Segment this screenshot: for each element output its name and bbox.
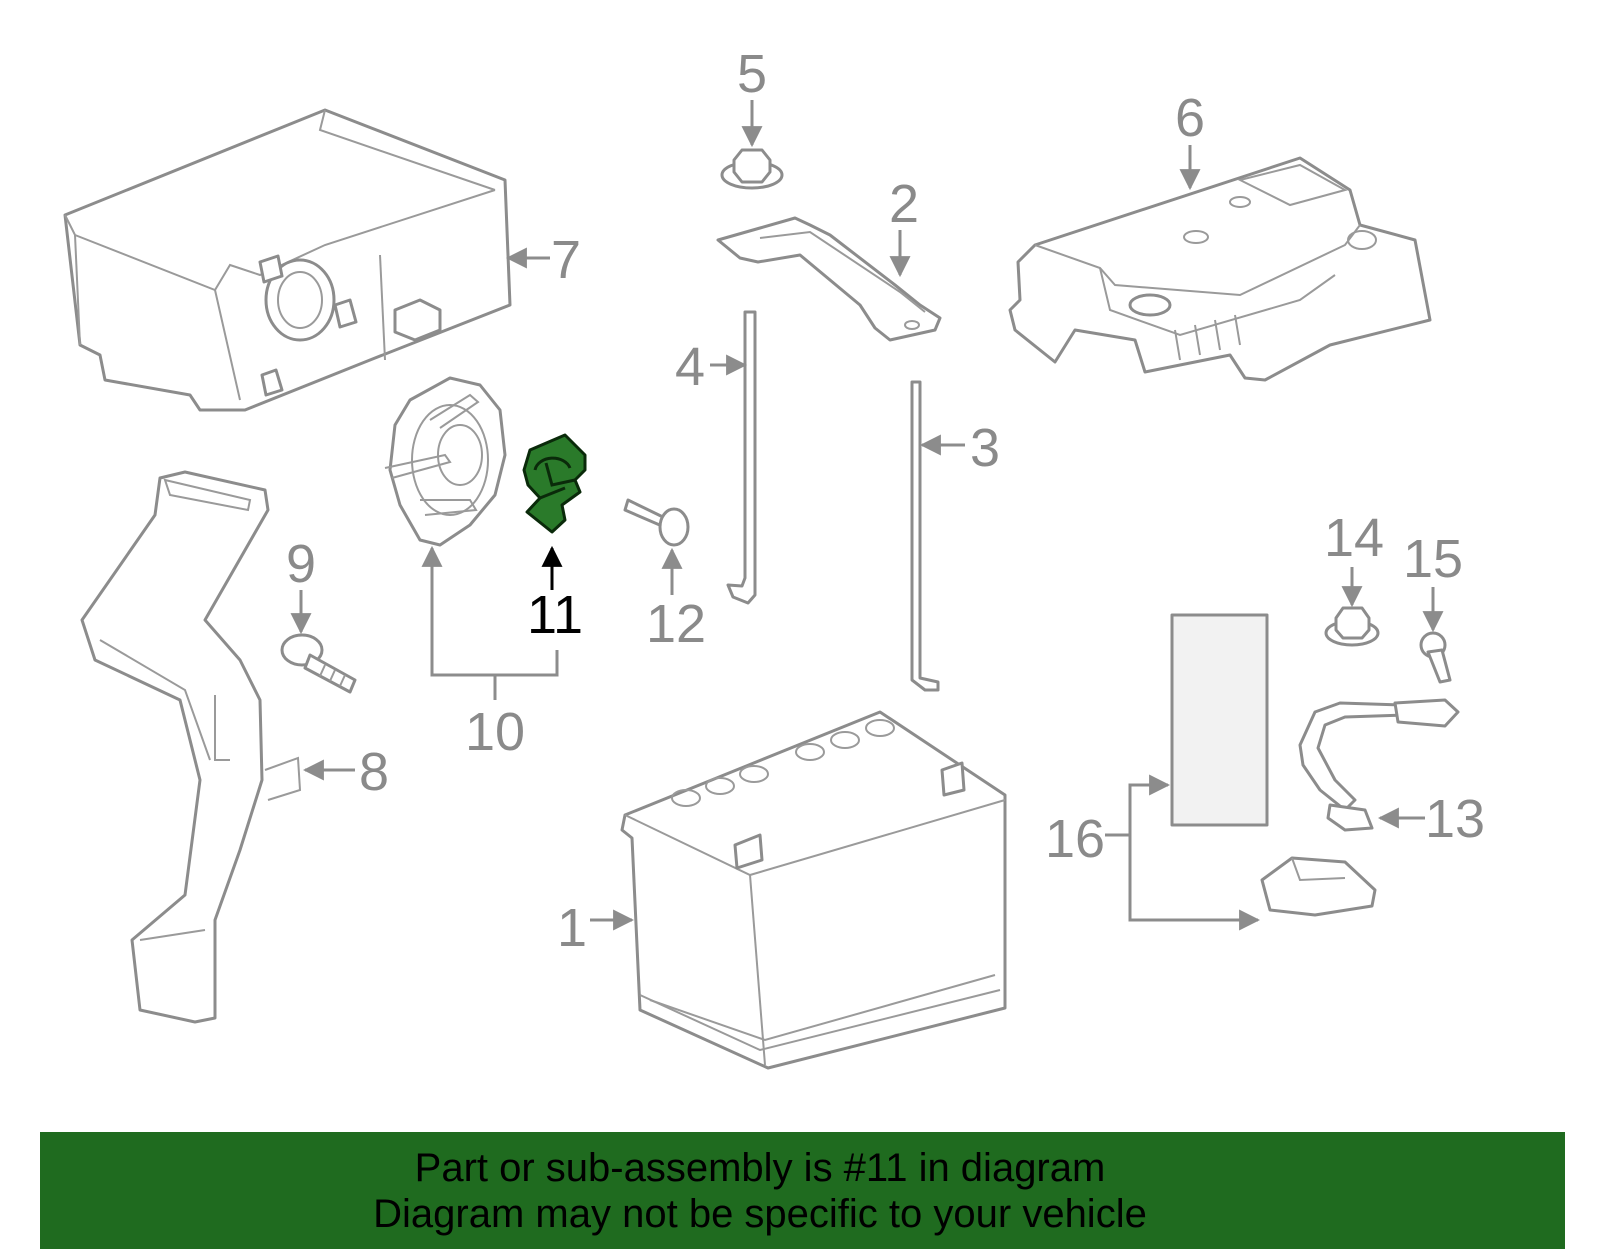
part-16-group[interactable] [1170,613,1377,917]
callout-4: 4 [675,337,705,397]
banner-line-2: Diagram may not be specific to your vehi… [373,1192,1147,1236]
callout-3: 3 [970,418,1000,478]
callout-2: 2 [889,174,919,234]
callout-9: 9 [286,534,316,594]
callout-10: 10 [465,702,525,762]
callout-1: 1 [557,898,587,958]
callout-6: 6 [1175,88,1205,148]
part-6-battery-tray[interactable] [1008,156,1432,382]
part-7-battery-housing[interactable] [63,108,512,412]
part-13-cable[interactable] [1298,698,1460,832]
part-12-pin[interactable] [623,498,690,547]
callout-7: 7 [551,230,581,290]
callout-11: 11 [527,585,583,645]
callout-5: 5 [737,44,767,104]
callout-14: 14 [1324,508,1384,568]
part-9-bolt[interactable] [280,633,357,694]
leader-lines [290,100,1444,931]
part-5-nut[interactable] [720,148,784,190]
part-3-rod[interactable] [910,380,940,692]
part-14-nut[interactable] [1324,606,1380,647]
callout-12: 12 [646,594,706,654]
callout-8: 8 [359,742,389,802]
part-8-air-duct[interactable] [80,470,302,1024]
part-10-blower-cover[interactable] [384,376,507,547]
part-4-rod[interactable] [726,310,757,605]
callout-labels: 5 2 6 7 4 3 9 11 12 10 8 1 14 15 13 16 [286,44,1485,958]
part-2-hold-down-bracket[interactable] [716,216,942,342]
callout-15: 15 [1403,529,1463,589]
info-banner: Part or sub-assembly is #11 in diagram D… [40,1132,1565,1249]
callout-16: 16 [1045,809,1105,869]
part-11-highlighted[interactable] [522,433,587,534]
banner-line-1: Part or sub-assembly is #11 in diagram [414,1146,1106,1190]
part-1-battery[interactable] [620,710,1007,1070]
part-15-stud[interactable] [1419,631,1452,684]
callout-13: 13 [1425,789,1485,849]
